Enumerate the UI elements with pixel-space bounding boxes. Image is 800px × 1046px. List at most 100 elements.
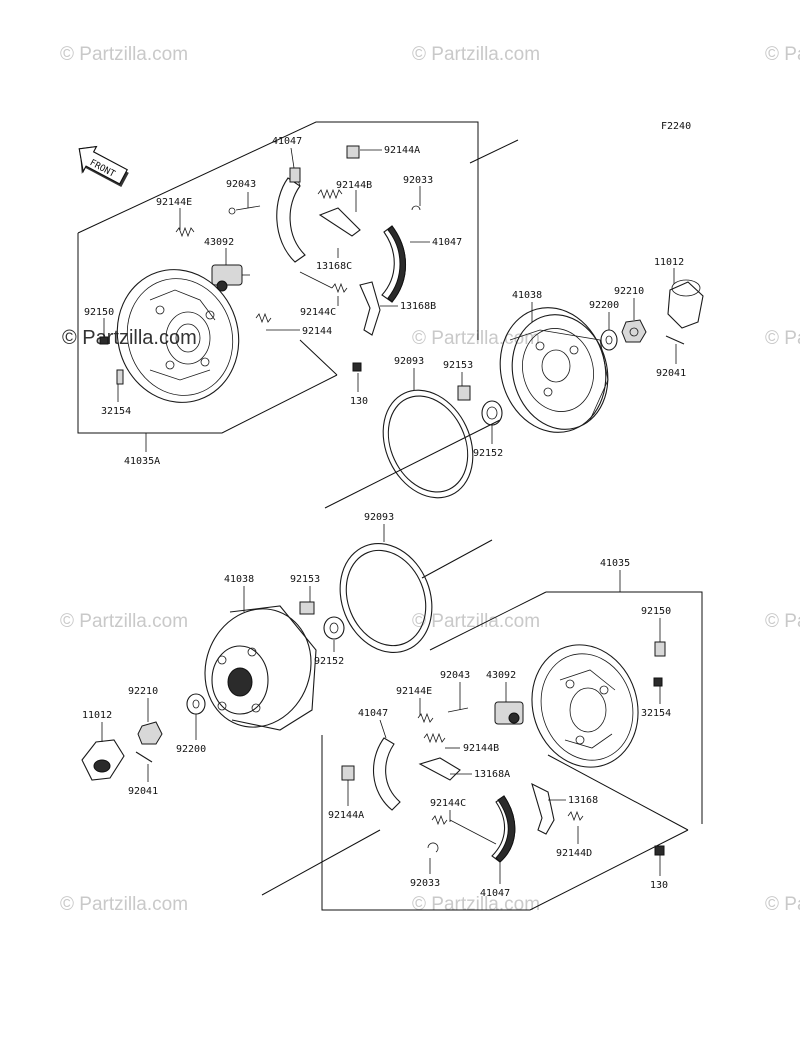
upper-assembly-frame <box>77 121 519 509</box>
wheel-cylinder-lower <box>494 701 524 725</box>
bolt-92153-lower <box>299 601 315 615</box>
brake-shoe-upper-a <box>276 167 306 263</box>
part-label: 92043 <box>226 179 256 190</box>
figure-code: F2240 <box>661 121 691 132</box>
part-label: 32154 <box>641 708 671 719</box>
part-label: 11012 <box>82 710 112 721</box>
cap-11012-lower <box>81 739 125 781</box>
part-label: 92033 <box>403 175 433 186</box>
front-arrow-icon: FRONT <box>78 145 129 188</box>
part-label: 92043 <box>440 670 470 681</box>
part-label: 11012 <box>654 257 684 268</box>
part-label: 32154 <box>101 406 131 417</box>
part-label: 130 <box>350 396 368 407</box>
lower-assembly-frame <box>261 539 703 911</box>
watermark-text: © Partzilla.com <box>412 44 540 65</box>
adjuster-lever-lower <box>418 757 461 781</box>
part-label: 92033 <box>410 878 440 889</box>
part-label: 41035 <box>600 558 630 569</box>
brake-shoe-upper-b <box>381 225 407 303</box>
part-label: 41047 <box>272 136 302 147</box>
bolt-130-upper <box>352 362 362 372</box>
part-label: 92093 <box>394 356 424 367</box>
part-label: 41035A <box>124 456 160 467</box>
brake-shoe-lower-a <box>341 737 401 811</box>
backing-plate-upper <box>99 269 240 403</box>
cotter-pin-92041-upper <box>665 335 685 345</box>
washer-92200-upper <box>600 329 618 351</box>
part-label: 92144E <box>156 197 192 208</box>
part-label: 92150 <box>84 307 114 318</box>
part-label: 41038 <box>224 574 254 585</box>
screw-32154-lower <box>653 677 663 687</box>
springs-lower <box>417 707 584 853</box>
part-label: 92144E <box>396 686 432 697</box>
part-label: 92210 <box>128 686 158 697</box>
part-labels: 41047 92144A 92043 92144B 92033 92144E 4… <box>82 136 686 899</box>
part-label: 41047 <box>358 708 388 719</box>
watermark-text: © Partzilla.com <box>60 44 188 65</box>
watermark-text: © Partzilla.com <box>60 611 188 632</box>
part-label: 13168C <box>316 261 352 272</box>
cap-11012-upper <box>667 279 704 329</box>
part-label: 92153 <box>290 574 320 585</box>
bleeder-92150-lower <box>654 641 666 657</box>
wheel-cylinder-upper <box>211 264 250 292</box>
watermark-text: © Partzilla.com <box>765 611 800 632</box>
watermark-text: © Partzilla.com <box>412 894 540 915</box>
part-label: 92200 <box>589 300 619 311</box>
springs-upper <box>175 188 421 324</box>
part-label: 41038 <box>512 290 542 301</box>
washer-92152-lower <box>323 616 345 640</box>
part-label: 92150 <box>641 606 671 617</box>
watermark-text: © Partzilla.com <box>60 894 188 915</box>
part-label: 92144B <box>463 743 499 754</box>
part-label: 92144A <box>328 810 364 821</box>
part-label: 130 <box>650 880 668 891</box>
part-label: 92041 <box>128 786 158 797</box>
nut-92210-upper <box>621 319 647 343</box>
part-label: 92144B <box>336 180 372 191</box>
part-label: 92144A <box>384 145 420 156</box>
watermark-text: © Partzilla.com <box>62 327 197 349</box>
washer-92200-lower <box>186 693 206 715</box>
part-label: 92144 <box>302 326 332 337</box>
nut-92210-lower <box>137 721 163 745</box>
watermark-text: © Partzilla.com <box>765 328 800 349</box>
part-label: 92153 <box>443 360 473 371</box>
leader-lines <box>101 147 677 884</box>
cotter-pin-92041-lower <box>135 751 153 763</box>
watermark-text: © Partzilla.com <box>412 328 540 349</box>
brake-shoe-lower-b <box>491 782 555 863</box>
part-label: 13168B <box>400 301 436 312</box>
part-label: 92093 <box>364 512 394 523</box>
part-label: 13168 <box>568 795 598 806</box>
seal-ring-92093-lower <box>339 542 433 654</box>
watermark-text: © Partzilla.com <box>412 611 540 632</box>
part-label: 92152 <box>314 656 344 667</box>
bleeder-32154-upper <box>116 369 124 385</box>
watermark-text: © Partzilla.com <box>765 44 800 65</box>
part-label: 92210 <box>614 286 644 297</box>
part-label: 92144D <box>556 848 592 859</box>
part-label: 92152 <box>473 448 503 459</box>
part-label: 92144C <box>300 307 336 318</box>
part-label: 41047 <box>432 237 462 248</box>
brake-drum-lower <box>204 605 317 731</box>
washer-92152-upper <box>481 400 503 426</box>
part-label: 13168A <box>474 769 510 780</box>
adjuster-lever-upper <box>318 207 381 336</box>
part-label: 92144C <box>430 798 466 809</box>
part-label: 92200 <box>176 744 206 755</box>
backing-plate-lower <box>531 644 639 768</box>
part-label: 43092 <box>204 237 234 248</box>
seal-ring-92093-upper <box>382 389 474 499</box>
bolt-130-lower <box>654 845 665 856</box>
watermark-text: © Partzilla.com <box>765 894 800 915</box>
clip-92144a-top <box>346 145 360 159</box>
part-label: 43092 <box>486 670 516 681</box>
watermarks: © Partzilla.com © Partzilla.com © Partzi… <box>60 44 800 915</box>
part-label: 41047 <box>480 888 510 899</box>
brake-drum-upper <box>457 307 609 433</box>
